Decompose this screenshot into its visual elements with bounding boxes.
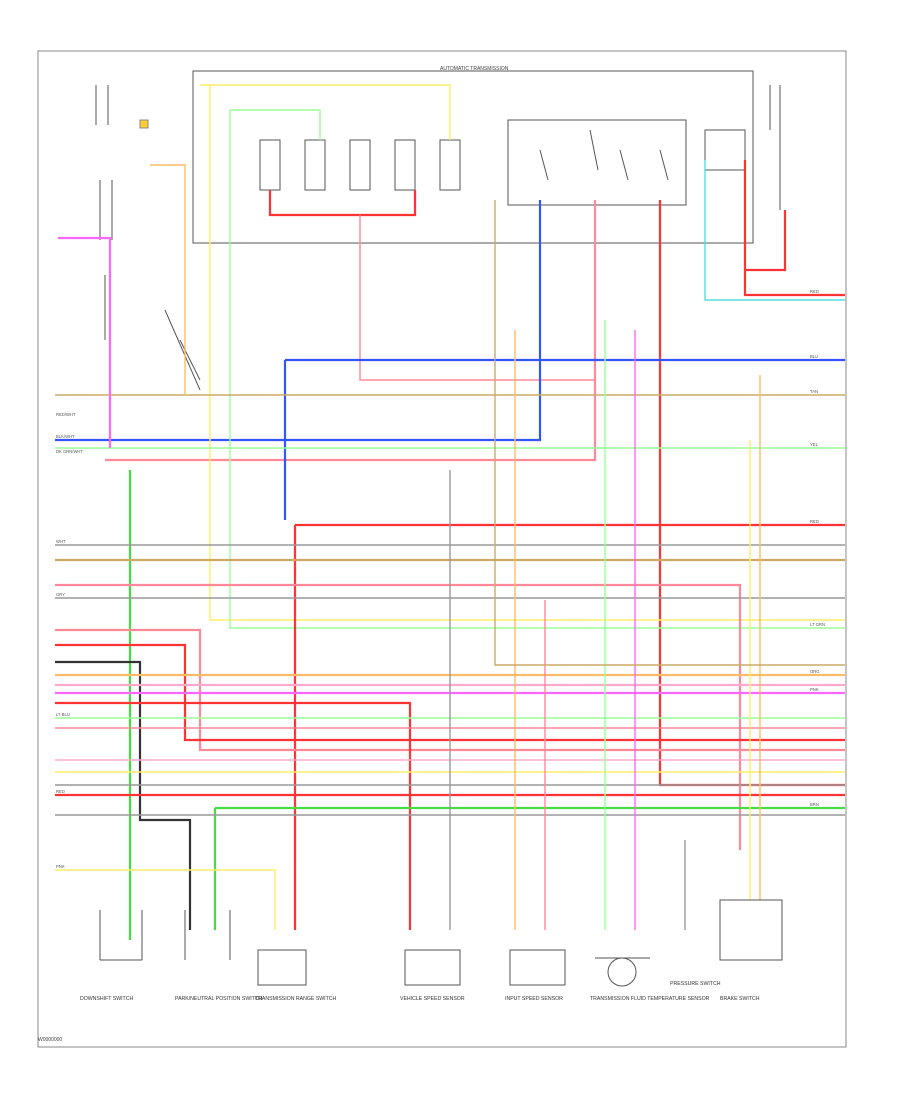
wire-label-r8: PNK <box>810 687 819 692</box>
wire-label-1: RED/WHT <box>56 412 76 417</box>
wire-label-r7: ORG <box>810 669 820 674</box>
wire-label-7: RED <box>56 789 65 794</box>
relay-switches <box>539 129 669 181</box>
wire-blue <box>55 200 542 442</box>
component-label-1: DOWNSHIFT SWITCH <box>80 996 133 1002</box>
wire-red-right-top <box>743 160 845 297</box>
wire-label-2: BLK/WHT <box>56 434 75 439</box>
wire-yellow-top <box>200 84 451 140</box>
component-label-6: TRANSMISSION FLUID TEMPERATURE SENSOR <box>590 996 710 1002</box>
wire-yellow-h2 <box>55 869 276 930</box>
wire-label-r5: RED <box>810 519 819 524</box>
component-label-8: BRAKE SWITCH <box>720 996 760 1002</box>
left-top-switch <box>95 85 149 240</box>
wire-label-8: PNK <box>56 864 65 869</box>
bottom-component-5 <box>509 949 566 986</box>
wire-label-r6: LT GRN <box>810 622 825 627</box>
wire-black-h1 <box>55 660 192 930</box>
wire-green-h3 <box>213 806 845 930</box>
right-top-switch <box>769 85 781 210</box>
wire-label-4: WHT <box>56 539 66 544</box>
bottom-component-1 <box>99 910 143 961</box>
wire-label-r1: RED <box>810 289 819 294</box>
wire-yellow-left <box>209 85 845 621</box>
wire-cyan-right <box>704 160 845 301</box>
brake-switch-box <box>704 129 746 171</box>
diagram-border <box>37 50 847 1048</box>
diagram-code: W0000000 <box>38 1037 63 1043</box>
wire-red-h3 <box>55 701 412 930</box>
page-title: AUTOMATIC TRANSMISSION <box>440 66 509 72</box>
component-label-5: INPUT SPEED SENSOR <box>505 996 563 1002</box>
bottom-component-7 <box>719 899 783 961</box>
solenoid-group <box>259 139 461 191</box>
wire-label-5: GRY <box>56 592 65 597</box>
wire-pink-h2 <box>55 628 845 752</box>
wire-blue-2 <box>283 358 845 520</box>
component-label-3: TRANSMISSION RANGE SWITCH <box>255 996 337 1002</box>
wire-label-r2: BLU <box>810 354 818 359</box>
wire-label-r9: BRN <box>810 802 819 807</box>
component-label-4: VEHICLE SPEED SENSOR <box>400 996 465 1002</box>
wire-green-top <box>229 109 845 629</box>
bottom-component-2 <box>184 910 231 960</box>
wire-label-3: DK GRN/WHT <box>56 449 83 454</box>
wire-label-r3: TAN <box>810 389 818 394</box>
wire-orange-top <box>150 164 186 395</box>
wire-pink-h1 <box>55 583 742 850</box>
wire-pink-right <box>105 200 597 462</box>
wire-tan-v1 <box>494 200 845 666</box>
bottom-component-4 <box>404 949 461 986</box>
bottom-component-3 <box>257 949 307 986</box>
wire-red-sol1 <box>268 190 417 217</box>
left-mid-switch <box>104 275 201 391</box>
relay-block <box>507 119 687 206</box>
component-label-7: PRESSURE SWITCH <box>670 981 721 987</box>
wire-red-sol-stem <box>359 215 595 381</box>
wire-label-6: LT BLU <box>56 712 70 717</box>
component-label-2: PARK/NEUTRAL POSITION SWITCH <box>175 996 263 1002</box>
wire-label-r4: YEL <box>810 442 819 447</box>
top-connector-box <box>192 70 754 244</box>
wire-magenta-left <box>58 236 112 448</box>
bottom-component-6 <box>595 957 650 987</box>
wire-red-main <box>658 200 845 787</box>
